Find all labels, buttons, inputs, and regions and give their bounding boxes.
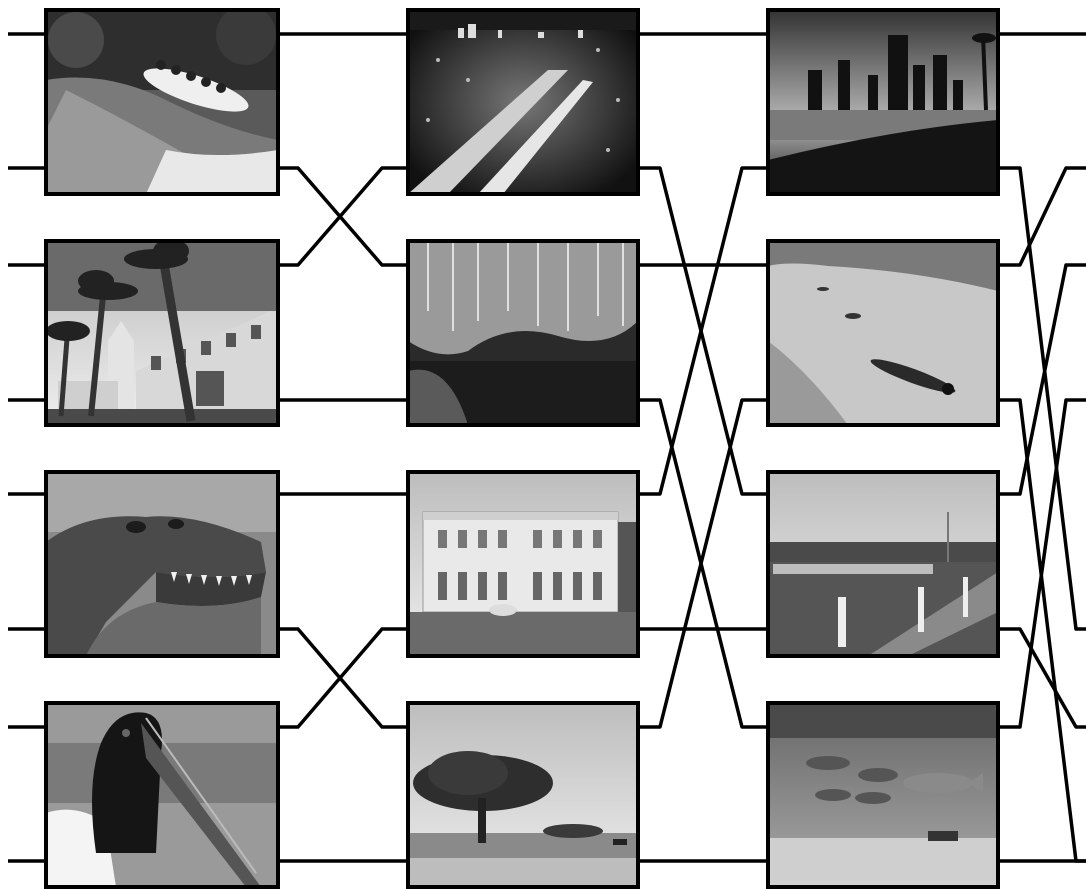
photo-snorkeling-river — [768, 241, 998, 425]
photo-palm-trees-church — [46, 239, 278, 425]
stage2-to-stage3-wires — [638, 34, 768, 861]
photo-city-at-night — [408, 10, 638, 194]
photo-colonial-building — [408, 472, 638, 656]
photo-fish-underwater — [768, 703, 998, 887]
connection-wire — [278, 629, 408, 727]
photo-caiman — [46, 472, 278, 656]
stage1-to-stage2-wires — [278, 34, 408, 861]
photo-cave-with-lake — [408, 241, 638, 425]
connection-wire — [638, 400, 768, 727]
photo-whitewater-rafting — [46, 5, 278, 194]
output-wire — [998, 629, 1086, 727]
connection-wire — [278, 629, 408, 727]
photo-skyline-at-dusk — [768, 10, 998, 194]
input-wires — [8, 34, 46, 861]
connection-wire — [638, 168, 768, 494]
photo-jabiru-stork — [46, 703, 278, 887]
photo-tree-in-field — [408, 703, 638, 887]
connection-wire — [278, 168, 408, 265]
output-wire — [998, 265, 1086, 494]
output-wire — [998, 400, 1086, 727]
output-wire — [998, 168, 1086, 265]
photo-wooden-pier — [768, 472, 998, 656]
connection-wire — [638, 168, 768, 494]
connection-wire — [638, 400, 768, 727]
connection-wire — [278, 168, 408, 265]
stage3-to-output-wires — [998, 34, 1086, 861]
